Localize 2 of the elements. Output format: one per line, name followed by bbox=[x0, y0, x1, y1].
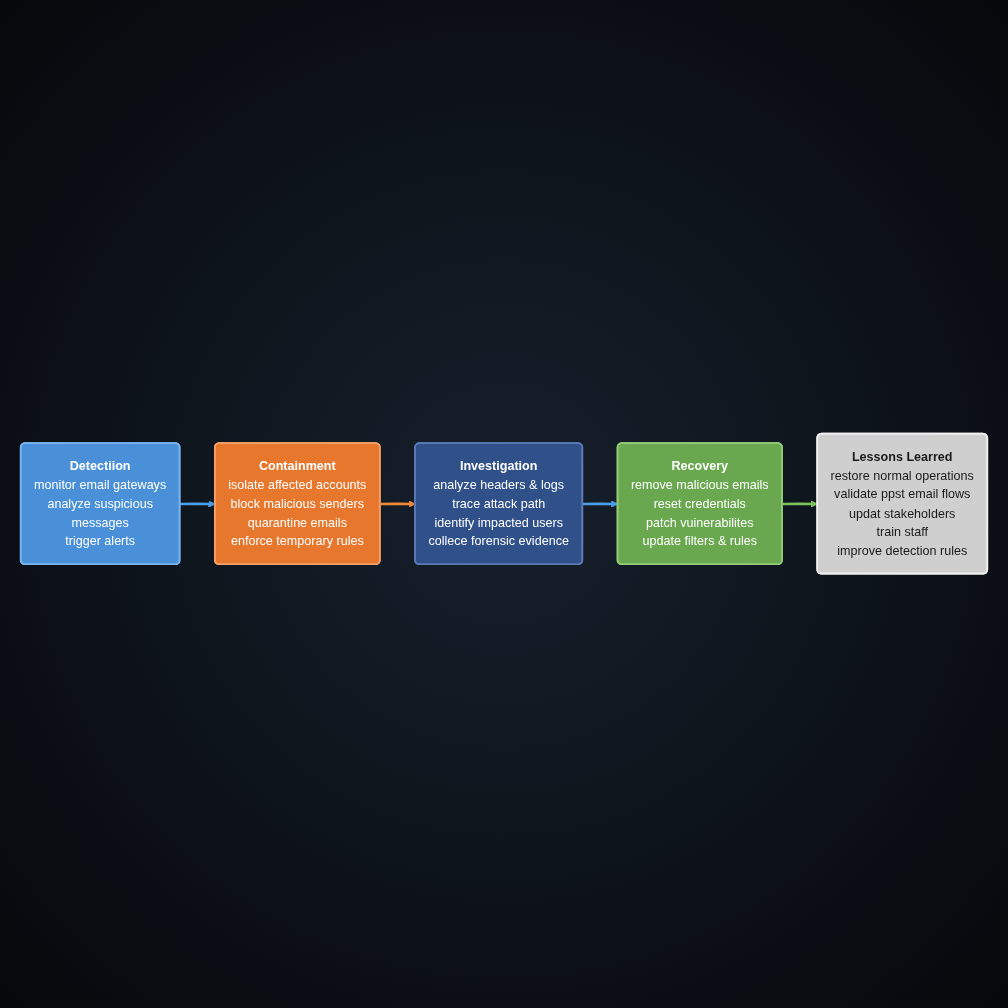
arrow bbox=[380, 500, 416, 508]
arrow bbox=[782, 500, 818, 508]
